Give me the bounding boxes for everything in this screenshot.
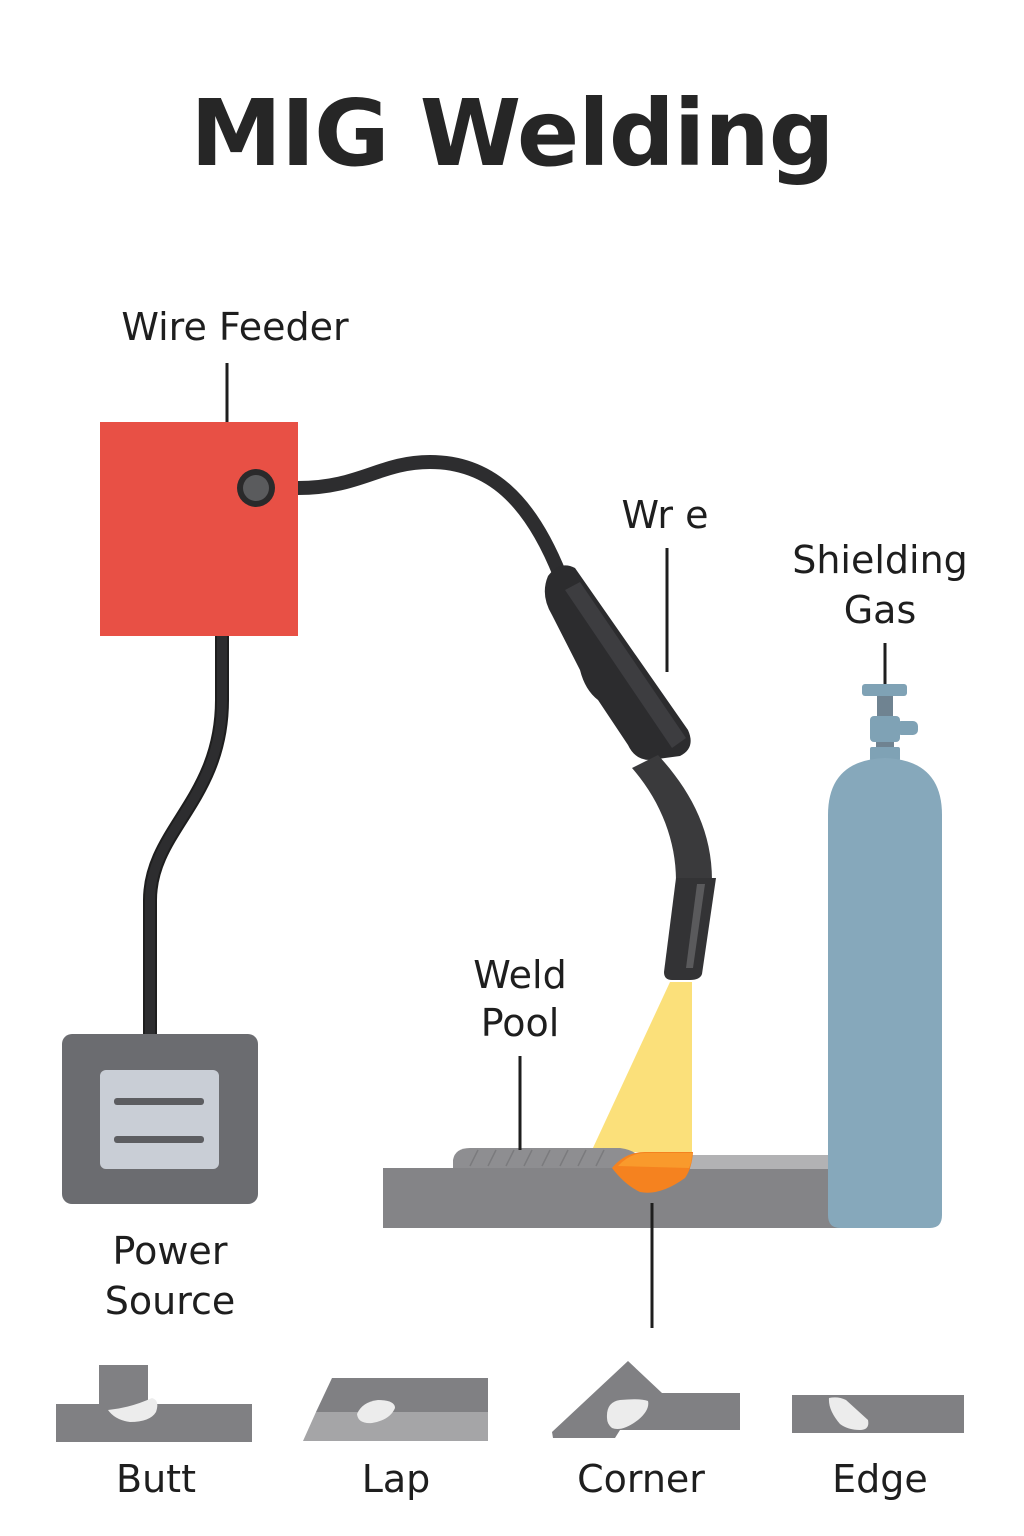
gas-cylinder — [828, 643, 942, 1228]
weld-bead-ripples — [469, 1149, 605, 1167]
power-source-indicator-bottom — [114, 1136, 204, 1143]
label-weld-pool-line2: Pool — [480, 1001, 560, 1045]
joint-label-corner: Corner — [577, 1457, 705, 1501]
power-source — [62, 1034, 258, 1204]
workpiece-top-plate — [690, 1155, 840, 1169]
valve-body — [870, 716, 900, 742]
joint-lap-illustration — [303, 1378, 488, 1441]
joint-label-edge: Edge — [832, 1457, 928, 1501]
joint-label-butt: Butt — [116, 1457, 196, 1501]
joint-edge-illustration — [792, 1395, 964, 1433]
wire-feeder-box — [100, 422, 298, 636]
label-power-source-line1: Power — [112, 1229, 228, 1273]
torch-neck — [632, 755, 712, 880]
label-shielding-gas-line2: Gas — [843, 588, 917, 632]
valve-outlet — [896, 721, 918, 735]
label-weld-pool-line1: Weld — [473, 953, 567, 997]
valve-handle — [862, 684, 907, 696]
torch-nozzle-highlight — [686, 884, 705, 968]
joint-corner-illustration — [552, 1361, 740, 1438]
wire-feeder-knob — [243, 475, 269, 501]
power-source-indicator-top — [114, 1098, 204, 1105]
power-cable — [143, 636, 229, 1034]
weld-pool-surface — [618, 1153, 692, 1168]
cylinder-body — [828, 758, 942, 1228]
label-wire: Wr e — [621, 493, 709, 537]
label-power-source-line2: Source — [104, 1279, 236, 1323]
welding-arc — [592, 982, 692, 1155]
torch-cable — [297, 454, 567, 578]
power-cable-core — [145, 636, 227, 1034]
label-shielding-gas-line1: Shielding — [792, 538, 968, 582]
joint-label-lap: Lap — [361, 1457, 431, 1501]
welding-torch — [544, 565, 716, 980]
page-title: MIG Welding — [190, 80, 834, 187]
torch-nozzle — [664, 878, 716, 980]
cylinder-collar — [870, 747, 900, 761]
joint-butt-illustration — [56, 1365, 252, 1442]
label-wire-feeder: Wire Feeder — [121, 305, 349, 349]
power-source-panel — [100, 1070, 219, 1169]
torch-handle-highlight — [565, 582, 686, 748]
valve-neck — [876, 742, 894, 748]
valve-stem — [877, 696, 893, 718]
workpiece — [383, 1168, 843, 1228]
